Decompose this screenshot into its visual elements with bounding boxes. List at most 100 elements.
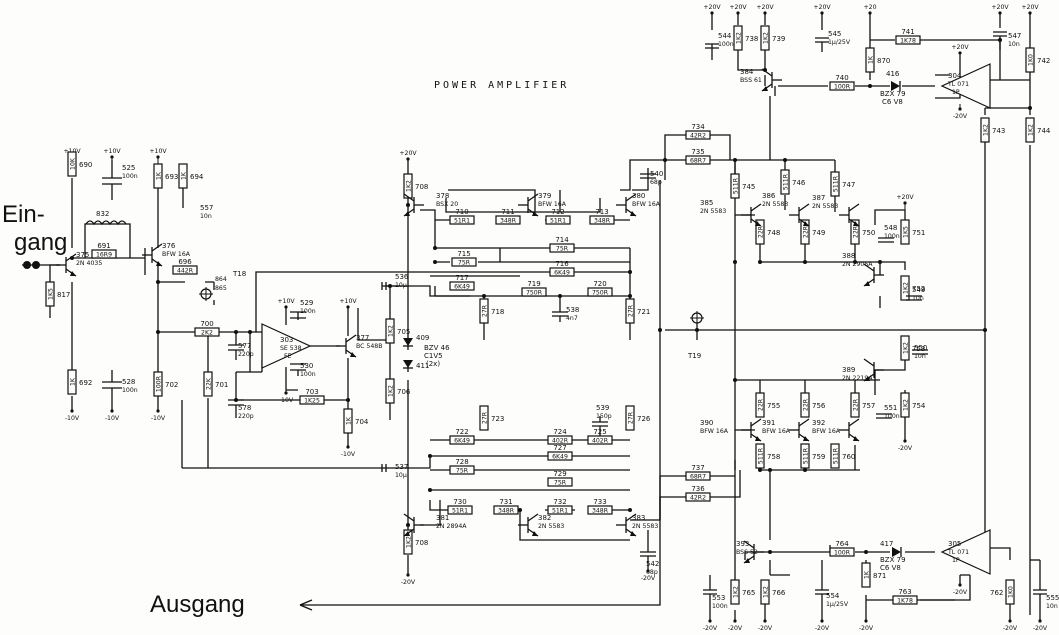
resistor-designator: 742 xyxy=(1037,57,1050,65)
resistor-value: 1K xyxy=(156,171,163,180)
resistor-value: 348R xyxy=(498,508,515,515)
capacitor-designator: 538 xyxy=(566,306,579,314)
rail-label: -10V xyxy=(65,415,80,422)
resistor-designator: 714 xyxy=(555,236,569,244)
opamp-type: TL 071 xyxy=(947,549,969,556)
resistor-value: 22R xyxy=(803,225,810,238)
rail-p20: +20V xyxy=(756,4,774,22)
rail-m10: -10V xyxy=(151,406,166,422)
rail-m10: -10V xyxy=(105,406,120,422)
resistor-designator: 732 xyxy=(553,498,566,506)
resistor-value: 402R xyxy=(592,438,609,445)
resistor-designator: 871 xyxy=(873,572,886,580)
rail-label: -20V xyxy=(953,589,968,596)
resistor-designator: 702 xyxy=(165,381,178,389)
resistor-designator: 704 xyxy=(355,418,369,426)
resistor-designator: 713 xyxy=(595,208,608,216)
capacitor-designator: 545 xyxy=(828,30,841,38)
resistor-designator: 724 xyxy=(553,428,567,436)
transistor-type: BC 548B xyxy=(356,343,382,350)
capacitor-designator: 525 xyxy=(122,164,135,172)
resistor-designator: 721 xyxy=(637,308,650,316)
test-point-t19-symbol[interactable] xyxy=(690,311,704,325)
resistor-value: 68R7 xyxy=(690,158,706,165)
resistor-value: 1K5 xyxy=(903,226,910,238)
transistor-designator: 384 xyxy=(740,68,754,76)
opamp-type: SE 538 xyxy=(280,345,302,352)
resistor-value: 1K2 xyxy=(388,325,395,337)
resistor-value: 22R xyxy=(758,225,765,238)
diode-designator: 417 xyxy=(880,540,893,548)
transistor-type: BFW 16A xyxy=(762,428,791,435)
test-point-t18: T18 xyxy=(232,270,246,278)
resistor-value: 1K2 xyxy=(406,536,413,548)
rail-m20: -20V xyxy=(815,616,830,632)
resistor-designator: 701 xyxy=(215,381,228,389)
rail-label: +10V xyxy=(339,298,357,305)
resistor-value: 22R xyxy=(803,398,810,411)
resistor-designator: 754 xyxy=(912,402,926,410)
rail-p10: +10V xyxy=(103,148,121,166)
transistor-type: BFW 16A xyxy=(632,201,661,208)
capacitor-designator: 547 xyxy=(1008,32,1021,40)
resistor-value: 348R xyxy=(594,218,611,225)
rail-p20: +20V xyxy=(991,4,1009,22)
resistor-value: 10K xyxy=(70,157,77,170)
rail-m20: -20V xyxy=(728,616,743,632)
resistor-value: 6K49 xyxy=(554,270,570,277)
opamp-suffix: 1P xyxy=(952,557,960,564)
test-point-t18-symbol[interactable] xyxy=(199,287,213,301)
rail-label: -10V xyxy=(151,415,166,422)
resistor-designator: 764 xyxy=(835,540,849,548)
input-terminal[interactable] xyxy=(23,261,40,269)
resistor-designator: 738 xyxy=(745,35,758,43)
resistor-designator: 708 xyxy=(415,539,428,547)
transistor-designator: 388 xyxy=(842,252,855,260)
capacitor-value: 1µ/25V xyxy=(826,601,849,608)
rail-label: -20V xyxy=(953,113,968,120)
transistor-type: 2N 4035 xyxy=(76,260,102,267)
resistor-value: 442R xyxy=(177,268,194,275)
rail-p20: +20V xyxy=(399,150,417,168)
zener-voltage: C1V5 xyxy=(424,352,443,360)
rail-m20: -20V xyxy=(953,104,968,120)
resistor-value: 75R xyxy=(458,260,471,267)
diode-type: BZX 79 xyxy=(880,556,906,564)
resistor-value: 22R xyxy=(853,398,860,411)
resistor-value: 6K49 xyxy=(454,438,470,445)
opamp-suffix: 1P xyxy=(952,89,960,96)
transistor-designator: 389 xyxy=(842,366,855,374)
resistor-value: 1K2 xyxy=(983,124,990,136)
capacitor-designator: 553 xyxy=(712,594,725,602)
resistor-designator: 731 xyxy=(499,498,512,506)
rail-label: +20V xyxy=(991,4,1009,11)
resistor-designator: 693 xyxy=(165,173,178,181)
rail-m20: -20V xyxy=(1033,616,1048,632)
rail-label: +20V xyxy=(729,4,747,11)
rail-p10: +10V xyxy=(277,298,295,316)
rail-p20: +20V xyxy=(729,4,747,22)
